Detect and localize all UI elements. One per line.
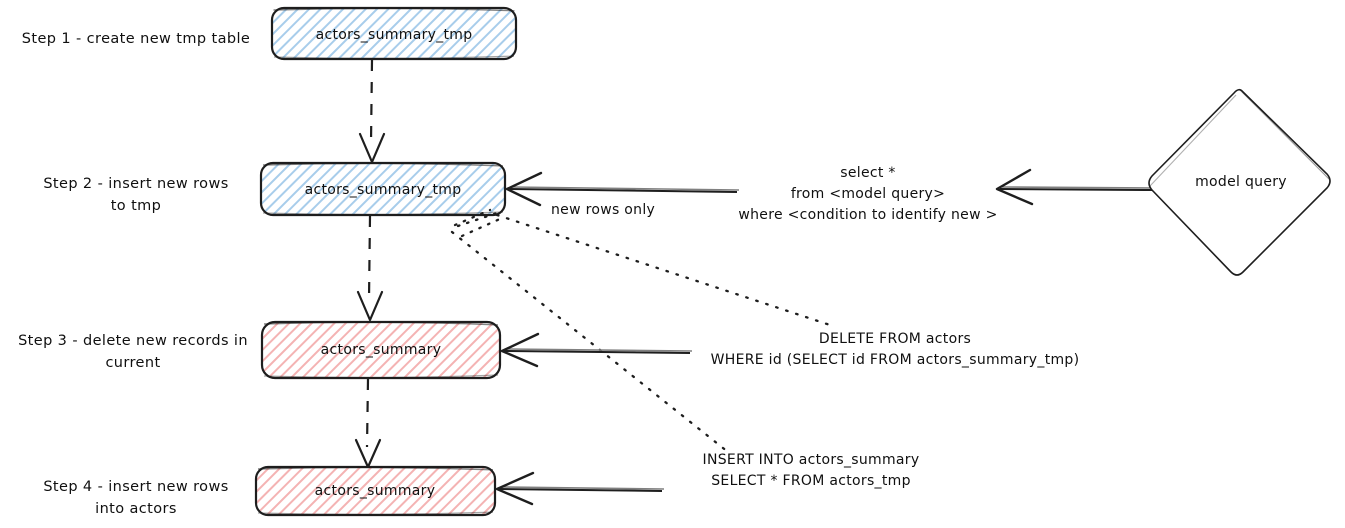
node-actors-summary-1[interactable] xyxy=(260,320,502,380)
edge-label-delete-sql: DELETE FROM actors WHERE id (SELECT id F… xyxy=(710,331,1080,368)
edge-node2-to-delete-note xyxy=(456,210,832,327)
node-shape xyxy=(260,320,502,380)
node-actors-summary-tmp-1[interactable] xyxy=(270,6,518,61)
step-label-2: Step 2 - insert new rows to tmp xyxy=(43,176,229,215)
step-label-3: Step 3 - delete new records in current xyxy=(18,333,248,372)
edge-label-new-rows-only: new rows only xyxy=(551,202,656,218)
edge-insert-sql-to-node4 xyxy=(495,471,665,506)
node-shape xyxy=(270,6,518,61)
node-shape xyxy=(259,161,507,217)
edge-label-model-query-sql: select * from <model query> where <condi… xyxy=(738,165,998,223)
edge-node3-to-node4 xyxy=(354,378,382,469)
edge-new-rows-only xyxy=(505,171,740,207)
edge-node1-to-node2 xyxy=(358,59,386,164)
edge-delete-sql-to-node3 xyxy=(500,332,693,368)
edge-model-query-to-sql xyxy=(995,168,1155,206)
step-label-4: Step 4 - insert new rows into actors xyxy=(43,479,229,518)
node-shape xyxy=(254,465,497,517)
edge-node2-to-insert-note xyxy=(450,208,730,454)
node-actors-summary-2[interactable] xyxy=(254,465,497,517)
edge-label-insert-sql: INSERT INTO actors_summary SELECT * FROM… xyxy=(702,452,920,489)
step-label-1: Step 1 - create new tmp table xyxy=(21,31,251,47)
node-actors-summary-tmp-2[interactable] xyxy=(259,161,507,217)
edge-node2-to-node3 xyxy=(356,215,384,322)
node-shape xyxy=(1148,88,1331,276)
node-model-query[interactable] xyxy=(1148,88,1331,276)
